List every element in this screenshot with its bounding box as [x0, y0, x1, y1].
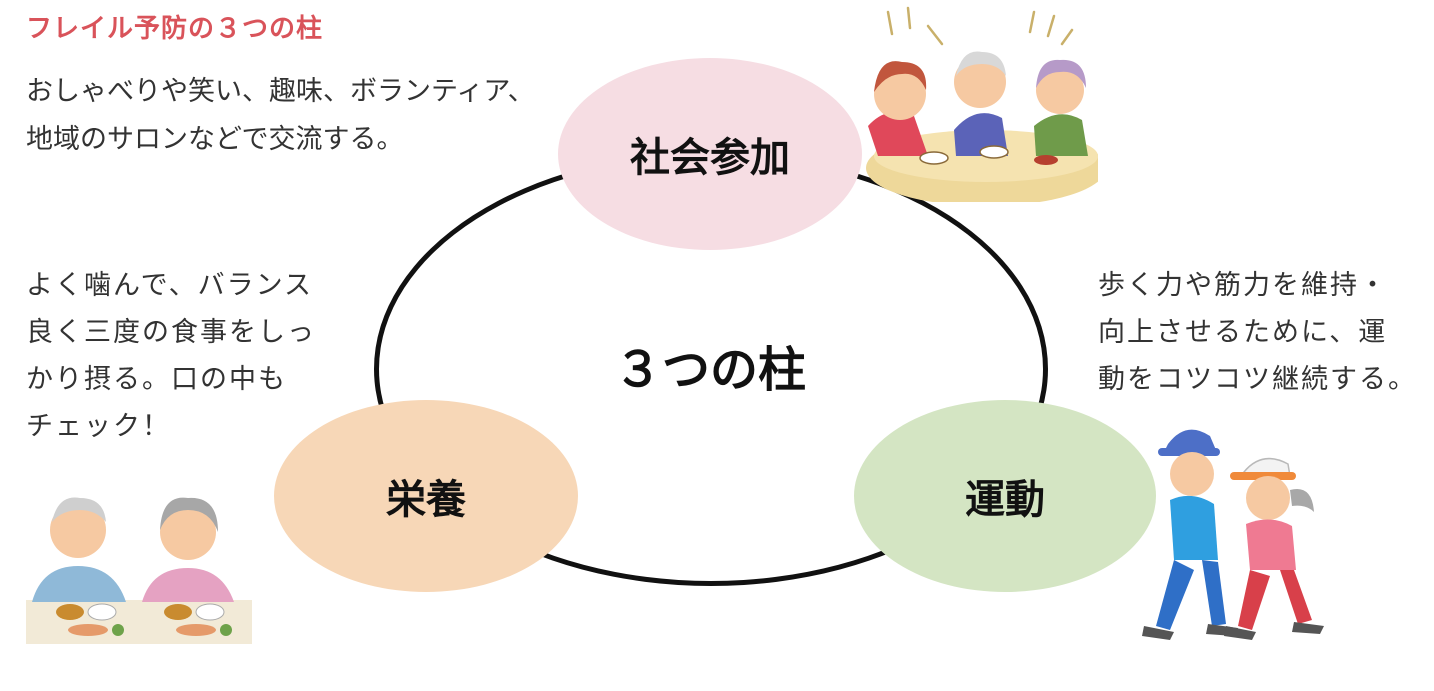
nutrition-label: 栄養: [386, 477, 466, 523]
elderly-couple-walking-illustration: [1142, 429, 1324, 640]
exercise-bubble: 運動: [854, 400, 1156, 592]
description-line: 歩く力や筋力を維持・: [1098, 270, 1388, 301]
description-line: 良く三度の食事をしっ: [26, 317, 316, 348]
page-title: フレイル予防の３つの柱: [26, 14, 324, 44]
exercise-label: 運動: [965, 477, 1045, 523]
description-line: 動をコツコツ継続する。: [1098, 364, 1417, 395]
social-participation-description: おしゃべりや笑い、趣味、ボランティア、 地域のサロンなどで交流する。: [26, 68, 566, 164]
elderly-people-chatting-illustration: [866, 6, 1098, 202]
description-line: 地域のサロンなどで交流する。: [26, 124, 404, 155]
center-label: ３つの柱: [613, 342, 806, 398]
description-line: かり摂る。口の中も: [26, 364, 287, 395]
social-participation-bubble: 社会参加: [558, 58, 862, 250]
social-participation-label: 社会参加: [630, 135, 790, 181]
exercise-description: 歩く力や筋力を維持・ 向上させるために、運 動をコツコツ継続する。: [1098, 262, 1418, 403]
description-line: チェック！: [26, 411, 171, 442]
nutrition-description: よく噛んで、バランス 良く三度の食事をしっ かり摂る。口の中も チェック！: [26, 262, 336, 450]
description-line: おしゃべりや笑い、趣味、ボランティア、: [26, 76, 535, 107]
elderly-couple-eating-illustration: [26, 497, 252, 644]
description-line: よく噛んで、バランス: [26, 270, 314, 301]
description-line: 向上させるために、運: [1098, 317, 1388, 348]
nutrition-bubble: 栄養: [274, 400, 578, 592]
